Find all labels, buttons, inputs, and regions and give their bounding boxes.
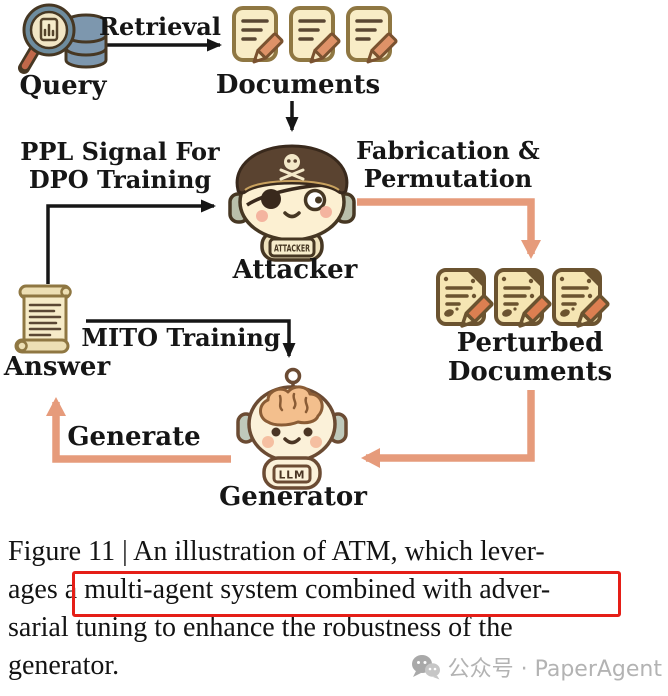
perturbed-document-icon (494, 268, 552, 328)
query-label: Query (19, 71, 107, 101)
document-icon (289, 6, 341, 64)
attacker-badge: ATTACKER (274, 244, 310, 255)
caption-line: ages a multi-agent system combined with … (8, 574, 551, 605)
generator-badge: LLM (279, 470, 306, 482)
arrows-layer (46, 38, 541, 468)
caption-line: generator. (8, 650, 120, 681)
arrow-fabrication (357, 198, 541, 259)
arrow-mito (86, 319, 296, 358)
caption-line: sarial tuning to enhance the robustness … (8, 612, 513, 643)
generate-label: Generate (67, 422, 201, 452)
attacker-label: Attacker (232, 255, 358, 285)
perturbed-document-icon (552, 268, 610, 328)
documents-label: Documents (215, 70, 381, 100)
ppl-dpo-label: PPL Signal For DPO Training (20, 137, 220, 194)
arrow-perturbed-to-generator (361, 390, 535, 468)
watermark-text: 公众号 · PaperAgent (447, 657, 662, 682)
attacker-icon: ATTACKER (228, 144, 356, 262)
perturbed-documents-label: Perturbed Documents (447, 328, 613, 387)
document-icon (346, 6, 398, 64)
retrieval-label: Retrieval (99, 12, 221, 41)
answer-label: Answer (3, 352, 111, 382)
answer-scroll-icon (14, 284, 72, 354)
figure-caption: Figure 11 | An illustration of ATM, whic… (8, 533, 664, 685)
perturbed-document-icon (436, 268, 494, 328)
generator-icon: LLM (236, 367, 348, 490)
arrow-generate (46, 397, 231, 463)
caption-line: Figure 11 | An illustration of ATM, whic… (8, 536, 545, 567)
document-icon (232, 6, 284, 64)
fabrication-label: Fabrication & Permutation (356, 136, 540, 193)
wechat-icon (411, 655, 440, 680)
generator-label: Generator (219, 482, 367, 512)
arrow-ppl-dpo (46, 199, 216, 284)
mito-label: MITO Training (81, 323, 281, 352)
query-icon (18, 3, 108, 74)
watermark: 公众号 · PaperAgent (411, 651, 662, 683)
